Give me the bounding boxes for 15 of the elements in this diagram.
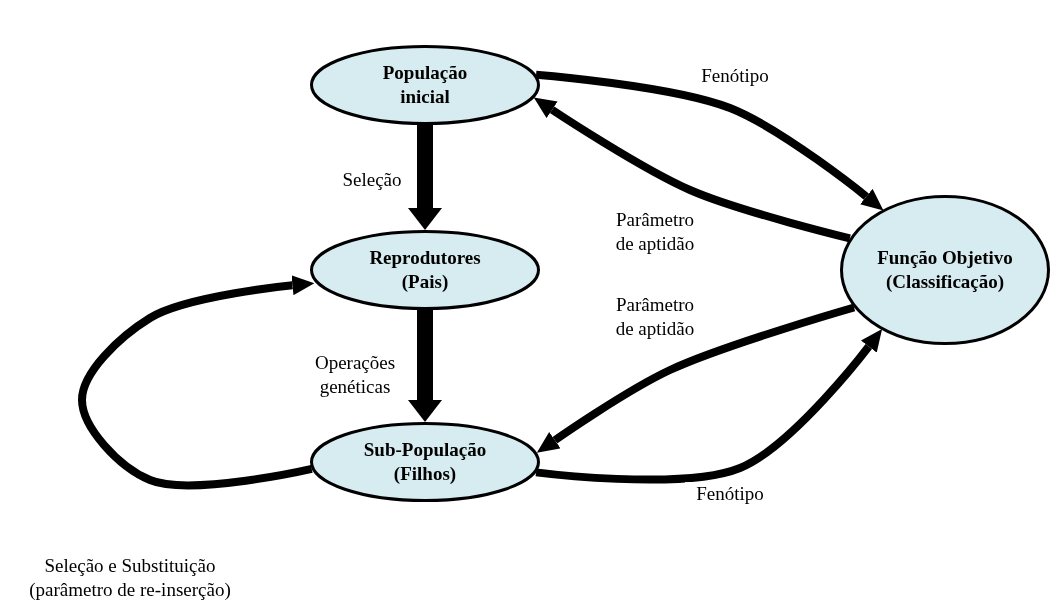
arrow: [408, 310, 442, 422]
arrow: [78, 275, 315, 490]
node-label: Sub-População (Filhos): [362, 438, 488, 486]
arrow: [408, 125, 442, 230]
process-ellipse: [310, 422, 540, 502]
process-ellipse: [310, 230, 540, 310]
arrow: [536, 303, 856, 453]
process-ellipse: [310, 45, 540, 125]
node-label: População inicial: [381, 61, 469, 109]
process-ellipse: [840, 195, 1050, 345]
arrow: [535, 329, 883, 484]
node-label: Função Objetivo (Classificação): [876, 246, 1014, 294]
node-label: Reprodutores (Pais): [368, 246, 482, 294]
arrow: [533, 97, 851, 243]
arrow: [535, 70, 884, 211]
